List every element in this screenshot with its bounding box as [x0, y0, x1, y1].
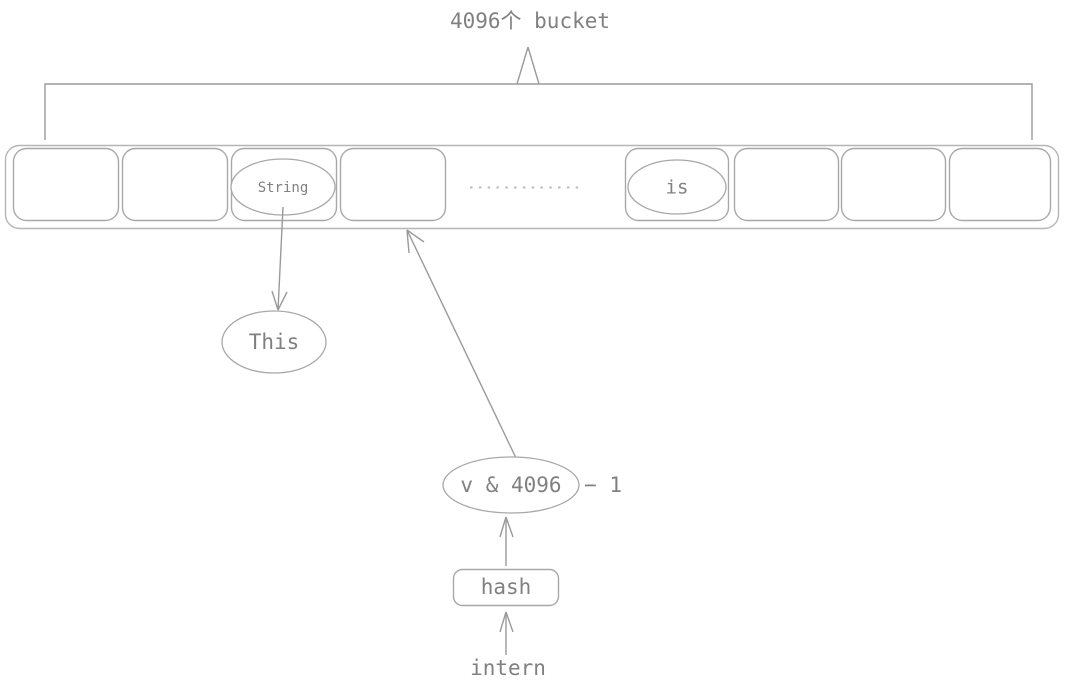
hash-box-label: hash [481, 575, 532, 599]
bucket-cell-5[interactable] [733, 147, 840, 222]
edge-string-to-this [277, 206, 284, 311]
is-entry-node[interactable] [627, 159, 727, 215]
is-entry-label: is [666, 177, 689, 199]
horizontal-brace-icon [44, 83, 1033, 140]
diagram-title: 4096个 bucket [450, 9, 610, 33]
bucket-cell-1[interactable] [121, 147, 229, 222]
index-expression-suffix: − 1 [584, 473, 622, 497]
index-expression-label: v & 4096 [460, 473, 561, 497]
edge-hash-to-index-arrowhead [499, 516, 514, 538]
string-entry-label: String [258, 180, 309, 196]
edge-string-to-this-arrowhead [271, 290, 288, 311]
bucket-cell-3[interactable] [339, 147, 447, 222]
edge-index-to-bucket [406, 229, 517, 459]
bucket-cell-7[interactable] [948, 147, 1052, 222]
edge-intern-to-hash-arrowhead [499, 611, 514, 633]
bucket-cell-6[interactable] [840, 147, 947, 222]
index-expression-node[interactable] [442, 456, 580, 514]
this-node[interactable] [221, 310, 327, 374]
intern-label: intern [470, 656, 546, 680]
hash-box[interactable] [452, 568, 560, 607]
bucket-cell-0[interactable] [12, 147, 120, 222]
edge-index-to-bucket-arrowhead [406, 229, 425, 254]
this-node-label: This [249, 330, 300, 354]
up-caret-icon [516, 46, 540, 85]
